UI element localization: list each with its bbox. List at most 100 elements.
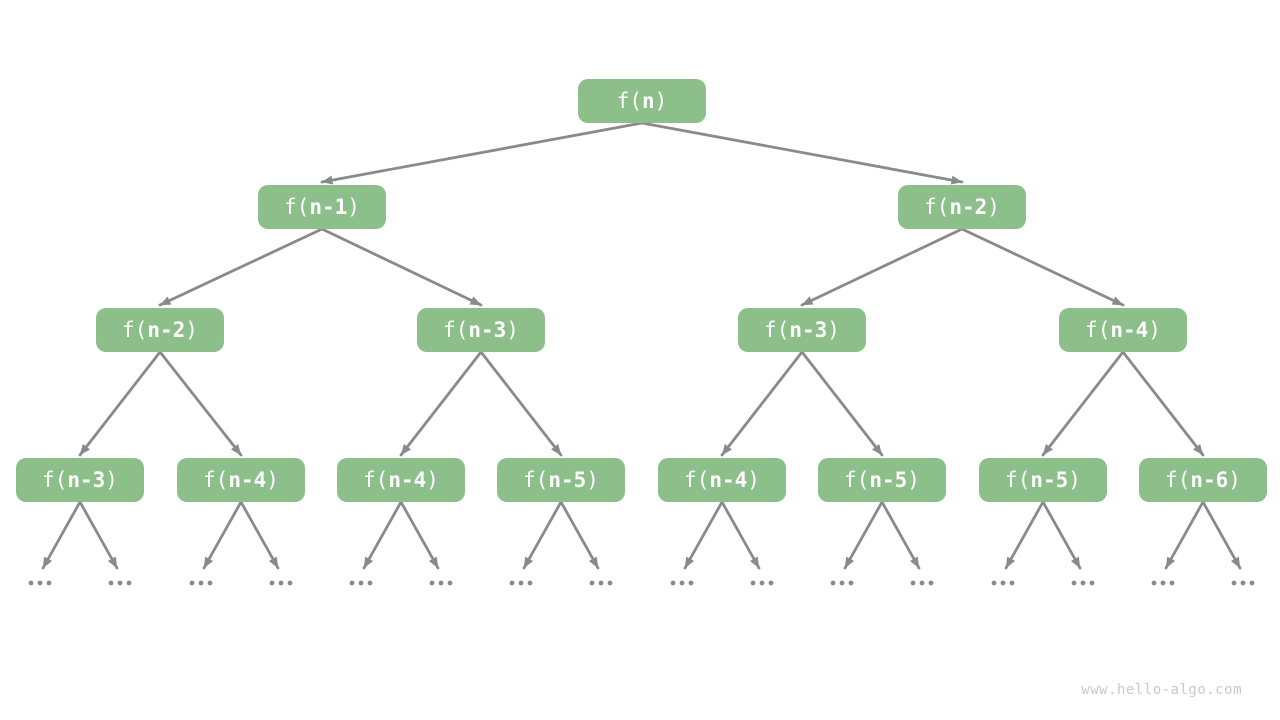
ellipsis-dot bbox=[830, 580, 836, 586]
tree-node: f(n-6) bbox=[1139, 458, 1267, 502]
node-label-argument: n-4 bbox=[709, 467, 748, 492]
node-label-suffix: ) bbox=[827, 317, 840, 342]
ellipsis-dot bbox=[108, 580, 114, 586]
node-label-argument: n-2 bbox=[949, 194, 988, 219]
ellipsis-dot bbox=[447, 580, 453, 586]
ellipsis-dots bbox=[750, 580, 774, 586]
ellipsis-dot bbox=[198, 580, 204, 586]
node-label-suffix: ) bbox=[185, 317, 198, 342]
node-label-suffix: ) bbox=[1148, 317, 1161, 342]
edge-arrow bbox=[683, 500, 724, 570]
ellipsis-dots bbox=[349, 580, 373, 586]
edge-arrow bbox=[320, 227, 483, 307]
node-label-suffix: ) bbox=[105, 467, 118, 492]
node-label-suffix: ) bbox=[347, 194, 360, 219]
edge-arrow bbox=[78, 350, 162, 457]
node-label-prefix: f( bbox=[844, 467, 870, 492]
ellipsis-dots bbox=[1071, 580, 1095, 586]
node-label-suffix: ) bbox=[506, 317, 519, 342]
ellipsis-dot bbox=[1071, 580, 1077, 586]
node-label-argument: n-4 bbox=[388, 467, 427, 492]
ellipsis-dot bbox=[1151, 580, 1157, 586]
tree-node: f(n-5) bbox=[979, 458, 1107, 502]
ellipsis-dot bbox=[1231, 580, 1237, 586]
tree-node: f(n) bbox=[578, 79, 706, 123]
tree-node: f(n-3) bbox=[738, 308, 866, 352]
ellipsis-dot bbox=[991, 580, 997, 586]
ellipsis-dots bbox=[429, 580, 453, 586]
ellipsis-dot bbox=[189, 580, 195, 586]
node-label-prefix: f( bbox=[684, 467, 710, 492]
edge-arrow bbox=[640, 121, 964, 185]
ellipsis-dot bbox=[117, 580, 123, 586]
ellipsis-dot bbox=[750, 580, 756, 586]
edge-arrow bbox=[1041, 350, 1125, 457]
node-label-prefix: f( bbox=[764, 317, 790, 342]
ellipsis-dot bbox=[207, 580, 213, 586]
ellipsis-dots bbox=[1151, 580, 1175, 586]
ellipsis-dot bbox=[518, 580, 524, 586]
node-label-argument: n-3 bbox=[468, 317, 507, 342]
edge-arrow bbox=[720, 500, 761, 570]
node-label-suffix: ) bbox=[747, 467, 760, 492]
ellipsis-dot bbox=[848, 580, 854, 586]
node-label-suffix: ) bbox=[426, 467, 439, 492]
edge-arrow bbox=[1201, 500, 1242, 570]
edge-arrow bbox=[362, 500, 403, 570]
ellipsis-dots bbox=[991, 580, 1015, 586]
tree-node: f(n-4) bbox=[1059, 308, 1187, 352]
node-label-suffix: ) bbox=[987, 194, 1000, 219]
node-label-suffix: ) bbox=[266, 467, 279, 492]
ellipsis-dots bbox=[589, 580, 613, 586]
ellipsis-dots bbox=[108, 580, 132, 586]
tree-node: f(n-5) bbox=[818, 458, 946, 502]
ellipsis-dot bbox=[287, 580, 293, 586]
watermark: www.hello-algo.com bbox=[1081, 682, 1242, 698]
ellipsis-dot bbox=[46, 580, 52, 586]
edge-arrow bbox=[399, 500, 440, 570]
edge-arrow bbox=[800, 227, 964, 307]
tree-node: f(n-3) bbox=[417, 308, 545, 352]
edge-arrow bbox=[158, 227, 324, 307]
node-label-prefix: f( bbox=[1165, 467, 1191, 492]
node-label-prefix: f( bbox=[363, 467, 389, 492]
ellipsis-dot bbox=[28, 580, 34, 586]
tree-node: f(n-4) bbox=[177, 458, 305, 502]
node-label-prefix: f( bbox=[284, 194, 310, 219]
edge-arrow bbox=[158, 350, 243, 457]
ellipsis-dot bbox=[839, 580, 845, 586]
tree-node: f(n-4) bbox=[337, 458, 465, 502]
ellipsis-dot bbox=[358, 580, 364, 586]
ellipsis-dots bbox=[830, 580, 854, 586]
ellipsis-dot bbox=[928, 580, 934, 586]
node-label-argument: n-3 bbox=[789, 317, 828, 342]
ellipsis-dot bbox=[1160, 580, 1166, 586]
node-label-argument: n-1 bbox=[309, 194, 348, 219]
node-label-prefix: f( bbox=[523, 467, 549, 492]
node-label-argument: n-6 bbox=[1190, 467, 1229, 492]
edge-arrow bbox=[41, 500, 82, 570]
ellipsis-dot bbox=[1009, 580, 1015, 586]
node-label-prefix: f( bbox=[924, 194, 950, 219]
edge-arrow bbox=[800, 350, 884, 457]
node-label-argument: n-2 bbox=[147, 317, 186, 342]
edge-arrow bbox=[843, 500, 884, 570]
tree-node: f(n-2) bbox=[96, 308, 224, 352]
ellipsis-dot bbox=[429, 580, 435, 586]
ellipsis-dot bbox=[126, 580, 132, 586]
ellipsis-dot bbox=[438, 580, 444, 586]
tree-node: f(n-4) bbox=[658, 458, 786, 502]
node-label-prefix: f( bbox=[42, 467, 68, 492]
ellipsis-dot bbox=[688, 580, 694, 586]
node-label-argument: n bbox=[641, 88, 655, 113]
ellipsis-dot bbox=[759, 580, 765, 586]
node-label-argument: n-5 bbox=[548, 467, 587, 492]
tree-node: f(n-1) bbox=[258, 185, 386, 229]
ellipsis-dots bbox=[670, 580, 694, 586]
edge-arrow bbox=[720, 350, 804, 457]
node-label-suffix: ) bbox=[654, 88, 668, 113]
edge-arrow bbox=[202, 500, 243, 570]
